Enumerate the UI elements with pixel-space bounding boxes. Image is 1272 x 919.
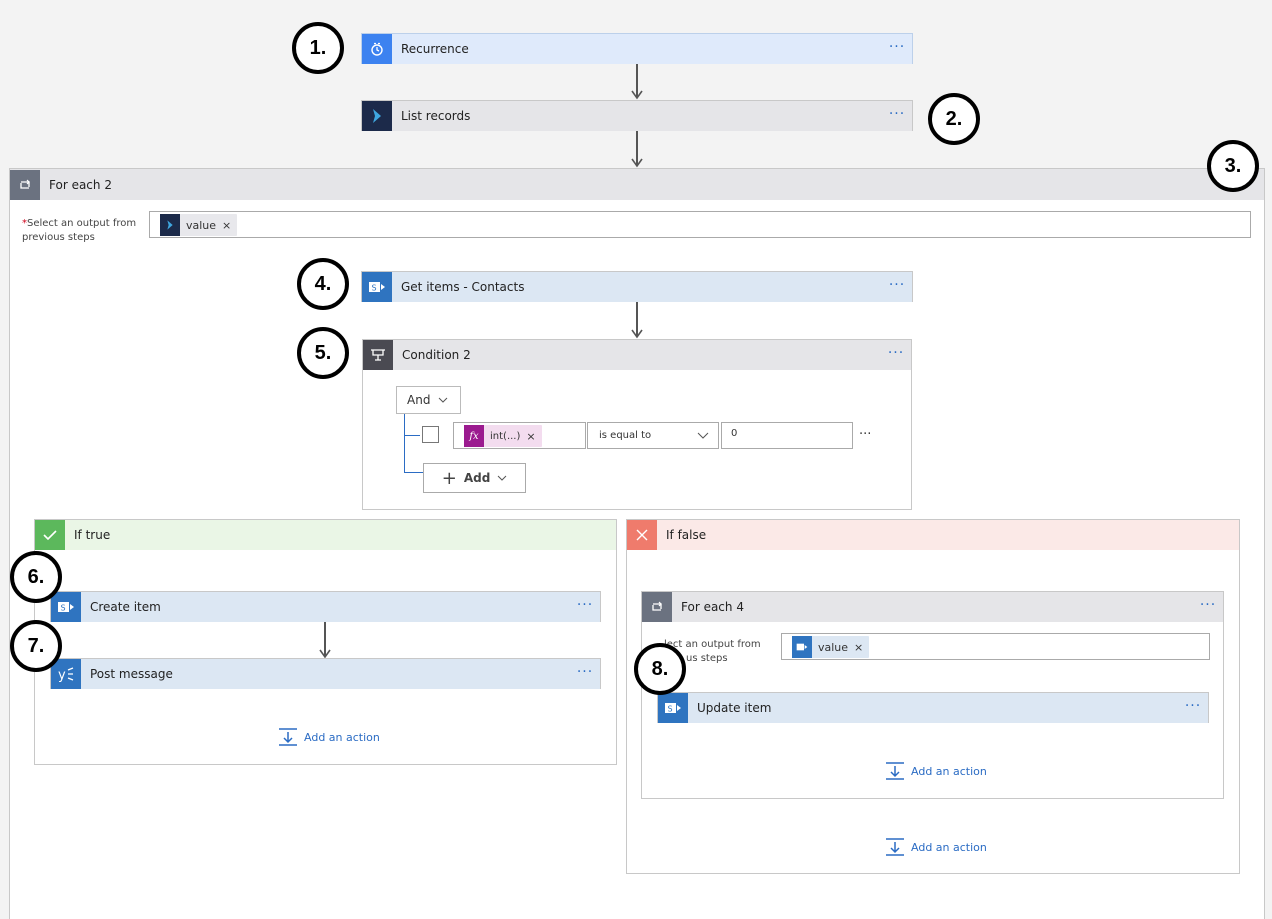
svg-text:S: S <box>372 284 377 293</box>
branch-line <box>404 472 424 473</box>
step-number-badge: 5. <box>297 327 349 379</box>
if-false-title: If false <box>666 528 707 542</box>
condition-2-step[interactable]: Condition 2 ··· And fx int(...) × is equ… <box>362 339 912 510</box>
close-icon <box>627 520 657 550</box>
get-items-title: Get items - Contacts <box>401 280 525 294</box>
if-true-title: If true <box>74 528 111 542</box>
connector-arrow <box>631 302 643 339</box>
row-checkbox[interactable] <box>422 426 439 443</box>
update-item-more-button[interactable]: ··· <box>1184 698 1202 714</box>
step-number-badge: 3. <box>1207 140 1259 192</box>
step-number-badge: 8. <box>634 643 686 695</box>
sharepoint-icon: S <box>51 592 81 622</box>
expression-token[interactable]: fx int(...) × <box>464 425 542 447</box>
condition-2-title: Condition 2 <box>402 348 471 362</box>
add-action-icon <box>886 762 904 780</box>
list-records-more-button[interactable]: ··· <box>888 106 906 122</box>
yammer-icon: y <box>51 659 81 689</box>
list-records-title: List records <box>401 109 471 123</box>
update-item-step[interactable]: S Update item ··· <box>657 692 1209 723</box>
add-an-action-true[interactable]: Add an action <box>278 727 380 747</box>
condition-operand-input[interactable]: fx int(...) × <box>453 422 586 449</box>
create-item-more-button[interactable]: ··· <box>576 597 594 613</box>
clock-icon <box>362 34 392 64</box>
condition-icon <box>363 340 393 370</box>
get-items-contacts-step[interactable]: S Get items - Contacts ··· <box>361 271 913 302</box>
for-each-4-title: For each 4 <box>681 600 744 614</box>
create-item-title: Create item <box>90 600 161 614</box>
list-records-step[interactable]: List records ··· <box>361 100 913 131</box>
remove-token-icon[interactable]: × <box>526 429 536 443</box>
select-output-input[interactable]: value × <box>781 633 1210 660</box>
for-each-2-title: For each 2 <box>49 177 112 192</box>
and-dropdown[interactable]: And <box>396 386 461 414</box>
branch-line <box>404 414 405 472</box>
select-output-label: *Select an output from previous steps <box>22 218 137 243</box>
chevron-down-icon <box>497 475 507 481</box>
connector-arrow <box>631 131 643 168</box>
step-number-badge: 4. <box>297 258 349 310</box>
sharepoint-icon: S <box>362 272 392 302</box>
value-token[interactable]: value × <box>792 636 870 658</box>
add-action-icon <box>279 728 297 746</box>
step-number-badge: 1. <box>292 22 344 74</box>
value-token[interactable]: value × <box>160 214 238 236</box>
for-each-4-more-button[interactable]: ··· <box>1199 597 1217 613</box>
chevron-down-icon <box>439 397 448 403</box>
add-an-action-inner[interactable]: Add an action <box>885 761 987 781</box>
post-message-more-button[interactable]: ··· <box>576 664 594 680</box>
svg-text:y: y <box>58 668 66 682</box>
dynamics-icon <box>362 101 392 131</box>
add-condition-button[interactable]: + Add <box>423 463 526 493</box>
select-output-input[interactable]: value × <box>149 211 1251 238</box>
chevron-down-icon <box>697 432 709 439</box>
fx-icon: fx <box>464 425 484 447</box>
recurrence-more-button[interactable]: ··· <box>888 39 906 55</box>
condition-more-button[interactable]: ··· <box>887 345 905 361</box>
sharepoint-icon: S <box>658 693 688 723</box>
post-message-step[interactable]: y Post message ··· <box>50 658 601 689</box>
dynamics-icon <box>160 214 180 236</box>
create-item-step[interactable]: S Create item ··· <box>50 591 601 622</box>
connector-arrow <box>319 622 331 659</box>
plus-icon: + <box>441 467 457 489</box>
add-an-action-outer[interactable]: Add an action <box>885 837 987 857</box>
sharepoint-icon <box>792 636 812 658</box>
recurrence-step[interactable]: Recurrence ··· <box>361 33 913 64</box>
row-more-button[interactable]: ··· <box>859 427 872 442</box>
loop-icon <box>10 169 40 200</box>
step-number-badge: 6. <box>10 551 62 603</box>
remove-token-icon[interactable]: × <box>854 640 864 654</box>
recurrence-title: Recurrence <box>401 42 469 56</box>
check-icon <box>35 520 65 550</box>
condition-value-input[interactable]: 0 <box>721 422 853 449</box>
operator-select[interactable]: is equal to <box>587 422 719 449</box>
add-action-icon <box>886 838 904 856</box>
step-number-badge: 2. <box>928 93 980 145</box>
get-items-more-button[interactable]: ··· <box>888 277 906 293</box>
remove-token-icon[interactable]: × <box>222 218 232 232</box>
svg-text:S: S <box>668 705 673 714</box>
step-number-badge: 7. <box>10 620 62 672</box>
post-message-title: Post message <box>90 667 173 681</box>
svg-text:S: S <box>61 604 66 613</box>
update-item-title: Update item <box>697 701 772 715</box>
select-output-label: lect an output from us steps <box>664 639 761 664</box>
connector-arrow <box>631 64 643 100</box>
branch-line <box>404 435 420 436</box>
loop-icon <box>642 592 672 622</box>
